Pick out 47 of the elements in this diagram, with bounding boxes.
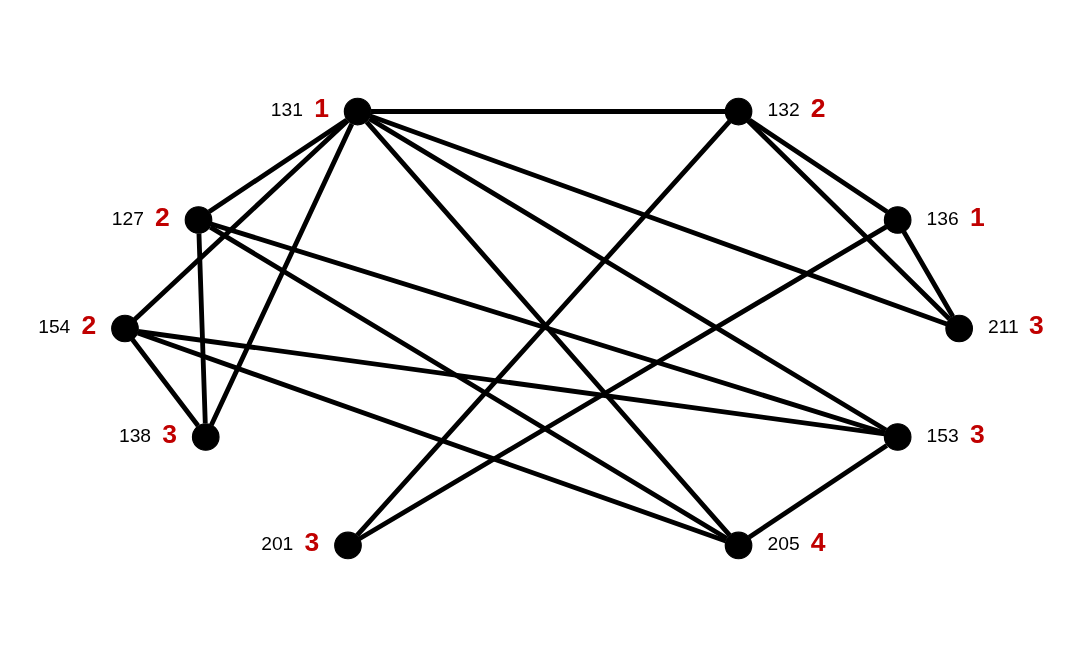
node-circle: [343, 97, 372, 125]
node-label: 154: [38, 315, 71, 337]
node-label: 153: [926, 424, 959, 446]
connector: [137, 330, 727, 543]
node-circle: [883, 422, 912, 451]
node-circle: [945, 314, 973, 342]
node-circle: [191, 422, 220, 451]
connector: [746, 118, 952, 321]
connector: [369, 113, 948, 326]
node-circle: [184, 205, 213, 234]
node-label: 4: [810, 526, 826, 557]
connector: [137, 328, 885, 436]
node-circle: [334, 531, 362, 559]
connector: [358, 224, 888, 541]
node-circle: [724, 531, 753, 559]
node-label: 3: [969, 418, 985, 449]
connector: [196, 233, 208, 423]
node-label: 138: [118, 424, 152, 446]
connector: [130, 337, 200, 427]
node-label: 1: [314, 92, 329, 123]
node-label: 3: [1029, 309, 1044, 340]
node-label: 3: [304, 526, 320, 557]
node-circle: [111, 314, 139, 342]
node-label: 2: [810, 92, 826, 123]
node-label: 132: [767, 98, 800, 120]
connector: [209, 122, 355, 426]
node-circle: [883, 205, 912, 234]
node-label: 127: [111, 207, 144, 229]
connector: [748, 117, 889, 214]
connector: [209, 224, 729, 541]
connector: [133, 118, 350, 321]
connector: [210, 221, 886, 435]
node-label: 2: [155, 201, 170, 232]
connector: [901, 230, 955, 318]
node-circle: [724, 97, 753, 125]
connector: [747, 443, 889, 539]
node-label: 1: [969, 201, 985, 232]
node-label: 3: [162, 418, 178, 449]
node-label: 136: [926, 207, 959, 229]
node-label: 211: [988, 315, 1019, 337]
connector: [368, 116, 888, 432]
node-label: 205: [767, 532, 800, 554]
connector: [207, 117, 349, 214]
connector: [371, 108, 726, 114]
node-label: 131: [270, 98, 303, 120]
node-label: 201: [261, 532, 294, 554]
node-label: 2: [81, 309, 97, 340]
